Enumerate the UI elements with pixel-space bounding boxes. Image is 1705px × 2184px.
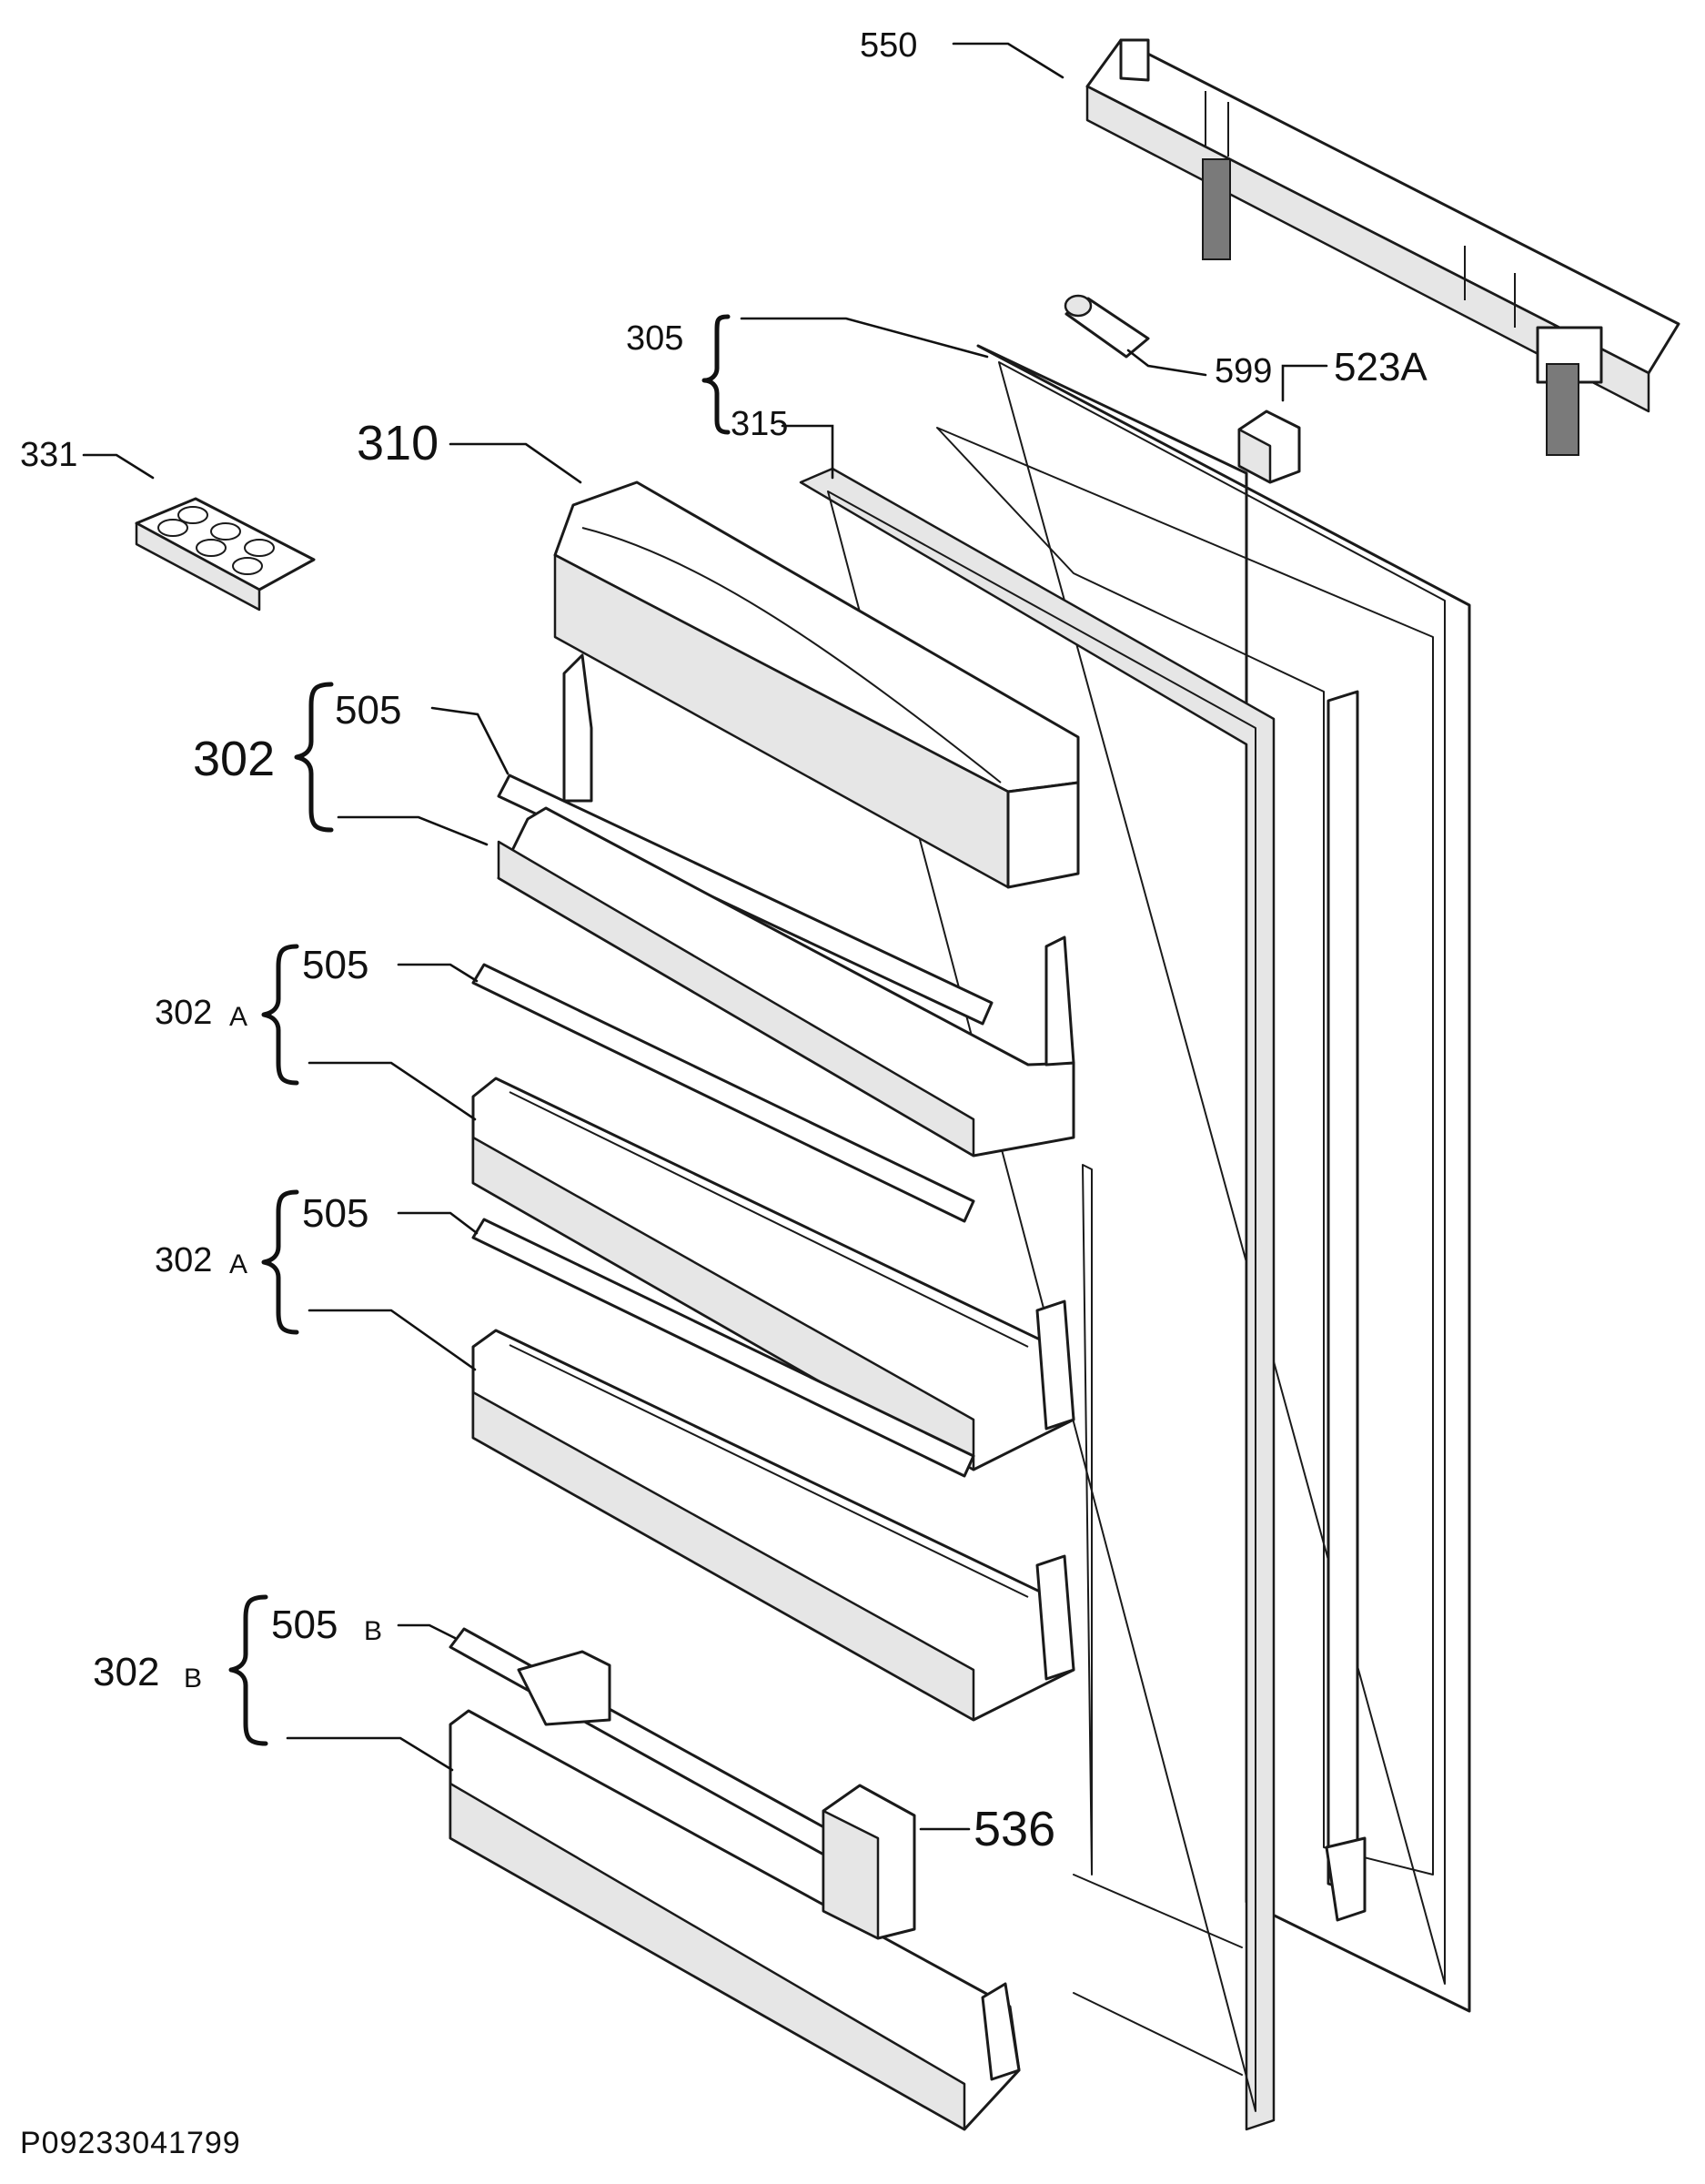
- callout-302: 302: [193, 732, 275, 786]
- callout-302A-upper-505: 505: [302, 943, 368, 987]
- callout-536: 536: [974, 1802, 1055, 1856]
- callout-315: 315: [731, 405, 788, 443]
- part-523A-hinge-bracket: [1237, 410, 1301, 484]
- part-310-dairy-compartment: [553, 480, 1080, 889]
- callout-599: 599: [1215, 352, 1272, 390]
- part-305-door-panel: [936, 344, 1471, 2013]
- brace-302B: [228, 1594, 268, 1746]
- callout-302-505: 505: [335, 688, 401, 733]
- brace-302: [294, 682, 334, 833]
- part-536-bottle-divider: [822, 1784, 916, 1940]
- part-302A-door-shelf-upper: [471, 963, 1075, 1471]
- part-599-pin: [1064, 294, 1150, 359]
- callout-505B-suffix: B: [364, 1616, 382, 1646]
- callout-302B: 302: [93, 1650, 159, 1694]
- brace-305: [701, 314, 731, 435]
- brace-302A-upper: [261, 944, 299, 1086]
- part-331-egg-tray: [135, 497, 316, 612]
- callout-302A-lower: 302: [155, 1241, 212, 1279]
- part-302B-bottle-shelf: [449, 1627, 1021, 2131]
- callout-331: 331: [20, 436, 77, 474]
- callout-302A-lower-505: 505: [302, 1191, 368, 1236]
- callout-505B: 505: [271, 1603, 338, 1647]
- callout-302A-lower-suffix: A: [229, 1249, 247, 1279]
- callout-305: 305: [626, 319, 683, 358]
- part-550-top-hinge-cover: [1085, 38, 1680, 456]
- callout-302B-suffix: B: [184, 1663, 202, 1694]
- callout-302A-upper: 302: [155, 994, 212, 1032]
- brace-302A-lower: [261, 1189, 299, 1335]
- part-302A-door-shelf-lower: [471, 1218, 1075, 1722]
- part-302-door-shelf: [497, 653, 1075, 1158]
- callout-302A-upper-suffix: A: [229, 1002, 247, 1032]
- callout-550: 550: [860, 26, 917, 65]
- callout-310: 310: [357, 416, 439, 470]
- diagram-reference-code: P09233041799: [20, 2126, 241, 2160]
- callout-523A: 523A: [1334, 345, 1428, 389]
- leader-lines: [82, 42, 1328, 1831]
